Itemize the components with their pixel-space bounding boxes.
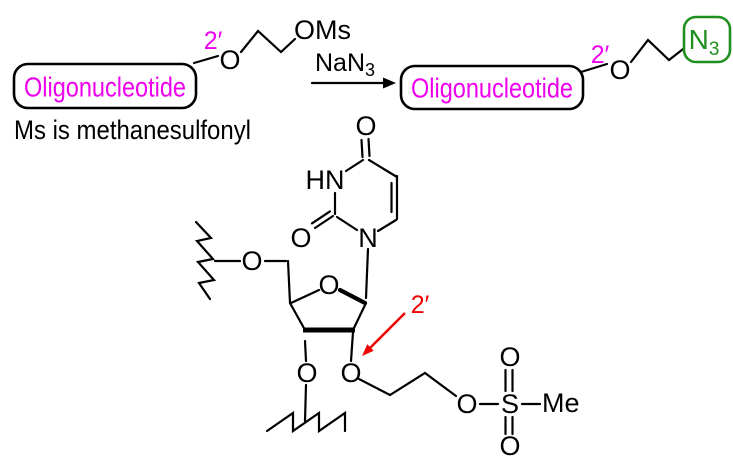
red-arrow-shaft — [368, 312, 406, 350]
o2-ethyl-bonds — [357, 371, 458, 398]
o2-label: O — [340, 358, 361, 388]
sulfonyl-o-top-label: O — [499, 342, 520, 372]
squiggle-3prime-continuation — [265, 410, 347, 434]
ringo-c4prime-bond — [289, 288, 321, 305]
c4-n3-bond — [344, 158, 365, 173]
reactant-linker-bonds — [239, 29, 297, 54]
reactant-box-to-o-bond — [192, 54, 220, 65]
red-2prime-annotation: 2′ — [362, 291, 430, 356]
nucleoside-structure: O HN O N O O O — [194, 111, 580, 459]
oligonucleotide-product-box — [399, 64, 585, 111]
c1prime-c2prime-bond — [351, 301, 368, 332]
n1-c1prime-bond — [364, 247, 370, 300]
azide-box — [682, 15, 732, 64]
o5-label: O — [241, 246, 262, 276]
reactant-box-label: Oligonucleotide — [24, 72, 186, 103]
product-ether-o-label: O — [609, 55, 630, 85]
product-box-to-o-bond — [579, 62, 609, 74]
reaction-arrow-group: NaN3 — [310, 49, 396, 89]
nan3-main: NaN — [315, 49, 365, 77]
ringo-c1prime-wedge-bond — [337, 287, 368, 306]
n1-c6-bond — [376, 218, 398, 233]
footnote-text: Ms is methanesulfonyl — [14, 115, 251, 145]
reaction-scheme: Oligonucleotide 2′ O OMs NaN3 Oligonucle… — [12, 15, 732, 145]
c4prime-c3prime-bond — [288, 301, 307, 332]
reaction-arrow-head — [383, 77, 396, 89]
reactant-group: Oligonucleotide 2′ O OMs — [12, 15, 351, 110]
c5-c4-bond — [367, 158, 399, 179]
oms-label: OMs — [294, 15, 351, 45]
red-arrow-head — [362, 344, 374, 356]
o3-label: O — [296, 358, 317, 388]
azide-label: N3 — [689, 24, 720, 60]
mesylate-group: O S O O Me — [357, 342, 580, 459]
s-o-bottom-double-bond — [504, 415, 514, 436]
product-2prime-label: 2′ — [591, 41, 610, 69]
product-box-label: Oligonucleotide — [411, 73, 573, 104]
reactant-ether-o-label: O — [219, 45, 240, 75]
c3prime-o3-bond — [303, 339, 308, 363]
carbonyl-o-left-label: O — [290, 223, 311, 253]
c4-o4-double-bond — [360, 137, 371, 159]
reactant-2prime-label: 2′ — [204, 27, 223, 55]
c2-o2-double-bond — [310, 210, 335, 230]
c5-c6-double-bond — [390, 174, 399, 221]
squiggle-5prime-continuation — [194, 220, 217, 301]
oligonucleotide-reactant-box — [12, 62, 198, 110]
nan3-reagent-label: NaN3 — [315, 49, 375, 80]
ring-o-label: O — [318, 270, 339, 300]
s-o-top-double-bond — [504, 368, 514, 393]
azide-main: N — [689, 24, 709, 55]
c2-n1-bond — [335, 215, 359, 232]
n1-label: N — [358, 223, 378, 253]
product-group: Oligonucleotide 2′ O N3 — [399, 15, 732, 111]
o3-chain-bond — [303, 383, 308, 423]
sulfonyl-o-bottom-label: O — [499, 431, 520, 459]
carbonyl-o-top-label: O — [355, 111, 376, 141]
ester-o-label: O — [456, 389, 477, 419]
c2prime-o2-bond — [349, 330, 355, 363]
product-linker-bonds — [629, 38, 689, 64]
sulfur-label: S — [501, 389, 519, 419]
red-2prime-label: 2′ — [411, 291, 430, 319]
c4prime-c5prime-bond — [286, 259, 292, 305]
nan3-sub: 3 — [365, 60, 375, 80]
methyl-label: Me — [542, 388, 580, 418]
uracil-ring: O HN O N — [290, 111, 399, 300]
hn-label: HN — [306, 165, 345, 195]
ribose-ring: O O O O — [194, 220, 368, 434]
azide-sub: 3 — [709, 39, 720, 60]
